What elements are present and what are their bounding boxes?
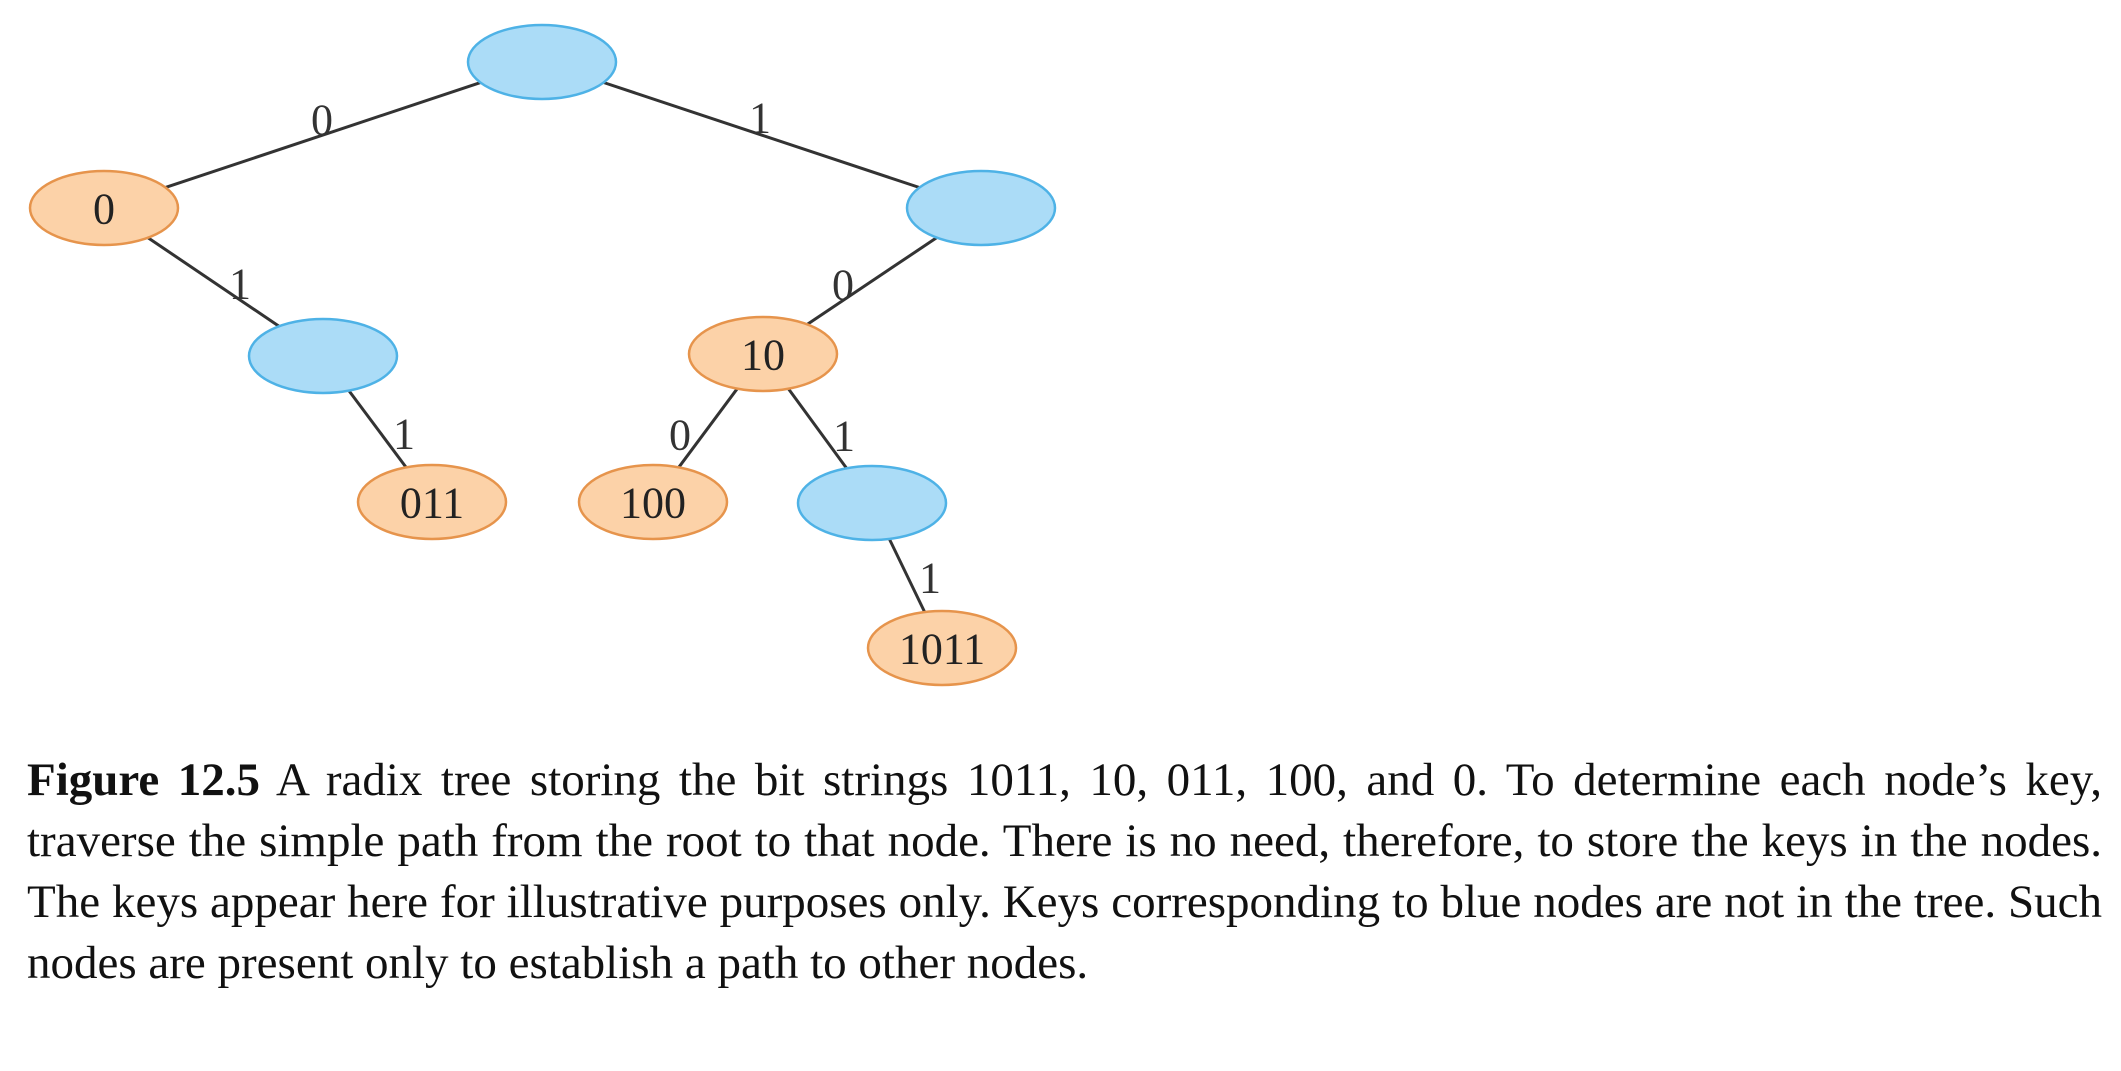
node-ellipse-n1 bbox=[905, 169, 1057, 247]
node-label-n0: 0 bbox=[93, 185, 115, 234]
internal-node-n101 bbox=[796, 464, 948, 542]
node-ellipse-n1011 bbox=[866, 609, 1018, 687]
internal-node-n01 bbox=[247, 317, 399, 395]
key-node-n1011: 1011 bbox=[866, 609, 1018, 687]
node-ellipse-n011 bbox=[356, 463, 508, 541]
edge-n0-n01 bbox=[147, 236, 280, 328]
edge-label-n10-n100: 0 bbox=[669, 411, 691, 460]
figure-number: Figure 12.5 bbox=[27, 754, 261, 806]
node-ellipse-root bbox=[466, 23, 618, 101]
node-label-n10: 10 bbox=[741, 331, 785, 380]
edge-label-n01-n011: 1 bbox=[393, 410, 415, 459]
edge-label-n0-n01: 1 bbox=[229, 260, 251, 309]
edge-label-n1-n10: 0 bbox=[832, 261, 854, 310]
edge-n1-n10 bbox=[806, 236, 938, 326]
node-label-n011: 011 bbox=[400, 479, 464, 528]
edges-layer bbox=[147, 81, 938, 613]
key-node-n011: 011 bbox=[356, 463, 508, 541]
edge-label-n101-n1011: 1 bbox=[919, 554, 941, 603]
edge-label-root-n1: 1 bbox=[749, 94, 771, 143]
edge-n10-n100 bbox=[677, 387, 739, 469]
edge-root-n0 bbox=[165, 81, 481, 189]
key-node-n0: 0 bbox=[28, 169, 180, 247]
edge-n01-n011 bbox=[347, 389, 408, 469]
figure-caption: Figure 12.5 A radix tree storing the bit… bbox=[27, 750, 2102, 994]
node-ellipse-n101 bbox=[796, 464, 948, 542]
key-node-n10: 10 bbox=[687, 315, 839, 393]
internal-node-n1 bbox=[905, 169, 1057, 247]
node-ellipse-n01 bbox=[247, 317, 399, 395]
key-node-n100: 100 bbox=[577, 463, 729, 541]
node-label-n1011: 1011 bbox=[899, 625, 985, 674]
edge-n10-n101 bbox=[787, 387, 848, 470]
node-label-n100: 100 bbox=[620, 479, 686, 528]
node-ellipse-n100 bbox=[577, 463, 729, 541]
edge-label-n10-n101: 1 bbox=[833, 412, 855, 461]
node-ellipse-n10 bbox=[687, 315, 839, 393]
edge-label-root-n0: 0 bbox=[311, 96, 333, 145]
caption-text: A radix tree storing the bit strings 101… bbox=[27, 754, 2102, 989]
edge-n101-n1011 bbox=[888, 538, 926, 613]
node-ellipse-n0 bbox=[28, 169, 180, 247]
internal-node-root bbox=[466, 23, 618, 101]
edge-root-n1 bbox=[603, 81, 920, 189]
